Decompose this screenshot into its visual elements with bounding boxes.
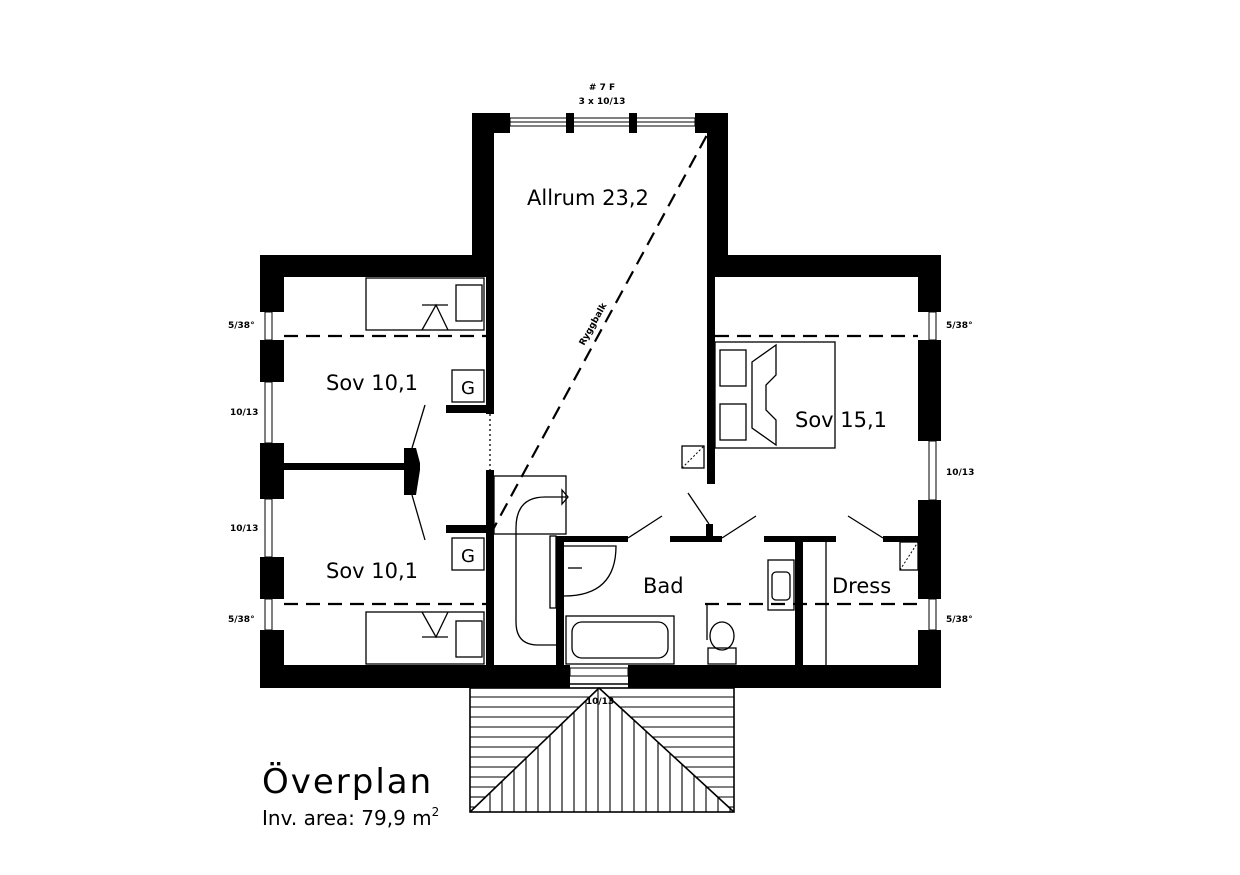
window-label-top-1: # 7 F xyxy=(589,83,615,93)
washbasin xyxy=(767,559,795,611)
room-label-allrum: Allrum 23,2 xyxy=(527,186,649,210)
windows xyxy=(264,113,937,685)
wardrobe-label-top: G xyxy=(461,378,475,399)
dashed-lines xyxy=(284,134,918,606)
room-label-sov-right: Sov 15,1 xyxy=(795,408,887,432)
window-annotations: # 7 F 3 x 10/13 5/38° 10/13 10/13 5/38° … xyxy=(228,83,974,707)
roof-line-label: Ryggbalk xyxy=(578,301,610,348)
area-text: Inv. area: 79,9 m xyxy=(262,806,432,830)
room-label-sov-top: Sov 10,1 xyxy=(326,371,418,395)
window-label-top-2: 3 x 10/13 xyxy=(579,97,626,107)
double-bed xyxy=(714,341,836,449)
outer-walls xyxy=(260,113,941,688)
window-label-right: 10/13 xyxy=(946,468,974,478)
bathtub xyxy=(565,615,675,665)
window-label-left-upper: 5/38° xyxy=(228,321,255,331)
shower-corner xyxy=(563,545,617,597)
area-superscript: 2 xyxy=(432,805,440,819)
window-label-left-2: 10/13 xyxy=(230,524,258,534)
dress-corner-symbol xyxy=(899,541,919,571)
room-labels: Allrum 23,2 Sov 10,1 Sov 10,1 Sov 15,1 B… xyxy=(326,186,891,598)
door-swings xyxy=(411,404,884,541)
chimney-symbol xyxy=(681,445,705,469)
wardrobe-g-top xyxy=(451,369,485,403)
window-label-bottom: 10/13 xyxy=(586,697,614,707)
plan-title: Överplan xyxy=(262,761,433,802)
room-label-bad: Bad xyxy=(643,574,684,598)
room-label-sov-bottom: Sov 10,1 xyxy=(326,559,418,583)
wardrobe-label-bottom: G xyxy=(461,546,475,567)
window-label-left-1: 10/13 xyxy=(230,408,258,418)
bed-top xyxy=(365,277,485,331)
window-label-left-lower: 5/38° xyxy=(228,615,255,625)
wardrobe-g-bottom xyxy=(451,537,485,571)
toilet xyxy=(707,621,737,665)
dress-closet xyxy=(706,542,827,665)
window-label-right-upper: 5/38° xyxy=(946,321,973,331)
area-label: Inv. area: 79,9 m2 xyxy=(262,805,439,830)
window-label-right-lower: 5/38° xyxy=(946,615,973,625)
bed-bottom xyxy=(365,611,485,665)
interior-walls xyxy=(284,276,918,665)
room-label-dress: Dress xyxy=(832,574,891,598)
plan-title-block: Överplan Inv. area: 79,9 m2 xyxy=(262,761,439,830)
entrance-roof xyxy=(469,686,735,813)
stair xyxy=(493,475,569,646)
